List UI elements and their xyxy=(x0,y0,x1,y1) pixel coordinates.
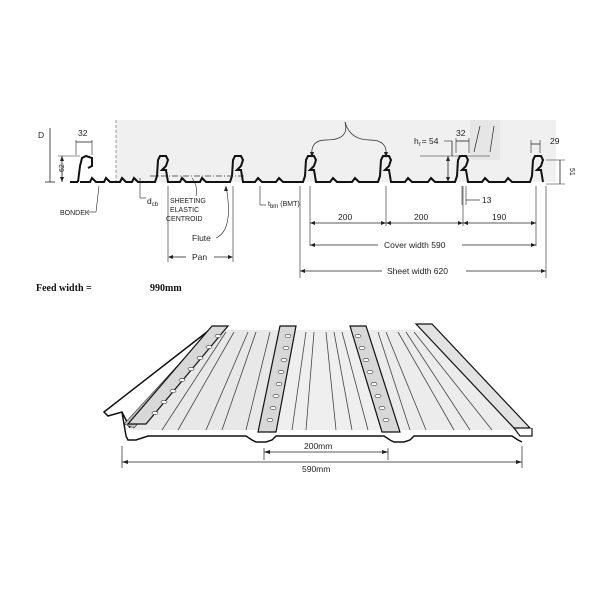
dim-32-right: 32 xyxy=(456,128,466,138)
cover-width-label: Cover width 590 xyxy=(384,240,446,250)
rib-right-end xyxy=(414,323,532,429)
dim-200-b: 200 xyxy=(414,212,428,222)
rib-right-middle xyxy=(349,325,401,433)
rib-left xyxy=(126,325,230,425)
dim-200-a: 200 xyxy=(338,212,352,222)
label-hr: hr= 54 xyxy=(414,136,439,148)
feed-width-row: Feed width = 990mm xyxy=(36,283,182,294)
sheet-width-label: Sheet width 620 xyxy=(387,266,448,276)
svg-text:ELASTIC: ELASTIC xyxy=(170,207,199,214)
label-d: D xyxy=(38,130,44,140)
sheeting-centroid-label: SHEETING ELASTIC CENTROID xyxy=(166,177,206,223)
dim-32-left: 32 xyxy=(78,128,88,138)
dim-13: 13 xyxy=(482,195,492,205)
label-dcb: dcb xyxy=(147,196,159,208)
feed-width-label: Feed width = xyxy=(36,283,92,294)
rib-middle xyxy=(257,325,297,433)
sheet-profile xyxy=(70,155,545,183)
dim-190: 190 xyxy=(492,212,506,222)
concrete-slab-shading-right xyxy=(470,120,500,160)
flute-label: Flute xyxy=(192,233,211,243)
feed-width-value: 990mm xyxy=(150,283,182,294)
bondek-label: BONDEK xyxy=(60,210,90,217)
dim-29: 29 xyxy=(550,136,560,146)
front-profile xyxy=(121,411,523,443)
dim-51: 51 xyxy=(568,168,575,176)
label-tbm: tbm(BMT) xyxy=(268,201,300,210)
isometric-drawing: 200mm 590mm xyxy=(102,323,533,474)
cross-section-drawing: D 62 32 BONDEK dcb SHEETING ELASTIC CENT… xyxy=(38,120,575,278)
svg-text:CENTROID: CENTROID xyxy=(166,216,203,223)
pan-label: Pan xyxy=(192,252,207,262)
svg-text:SHEETING: SHEETING xyxy=(170,198,206,205)
dim-62: 62 xyxy=(59,164,66,172)
dim-590mm: 590mm xyxy=(302,464,330,474)
dim-200mm: 200mm xyxy=(304,441,332,451)
